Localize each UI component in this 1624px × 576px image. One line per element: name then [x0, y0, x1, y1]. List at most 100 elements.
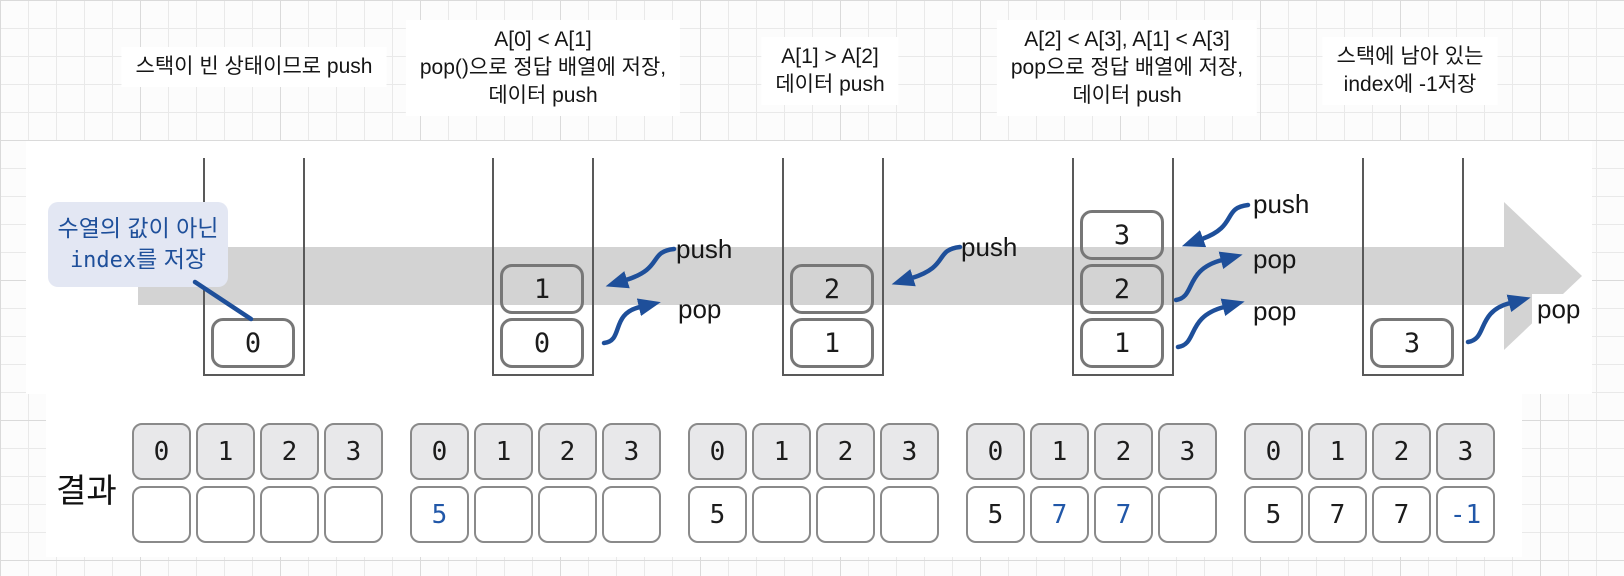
stack-step3: 1 2 [782, 158, 884, 376]
callout-code-index: index [69, 248, 137, 273]
pop-label-step2: pop [678, 294, 722, 324]
pop-arrow-step2 [601, 298, 661, 346]
push-label-step2: push [676, 234, 733, 264]
stack-item: 0 [500, 318, 584, 368]
annotation-line: 스택에 남아 있는 [1336, 45, 1484, 68]
result-group-step3: 0 1 2 3 5 [688, 423, 939, 543]
index-cell: 2 [538, 423, 597, 480]
value-row: 5 7 7 [966, 486, 1217, 543]
index-header-row: 0 1 2 3 [688, 423, 939, 480]
annotation-line: A[0] < A[1] [494, 28, 592, 51]
stack-step4: 1 2 3 [1072, 158, 1174, 376]
index-header-row: 0 1 2 3 [1244, 423, 1495, 480]
pop-arrow-step5 [1465, 294, 1531, 345]
timeline-arrow-body [138, 247, 1504, 305]
callout-line1: 수열의 값이 아닌 [57, 215, 219, 241]
annotation-step3: A[1] > A[2] 데이터 push [761, 37, 899, 105]
push-arrow-step2 [605, 246, 677, 289]
annotation-line: 데이터 push [775, 73, 885, 96]
stack-item: 1 [790, 318, 874, 368]
results-label: 결과 [56, 472, 117, 509]
value-cell: 7 [1094, 486, 1153, 543]
index-cell: 1 [1030, 423, 1089, 480]
stack-item: 3 [1080, 210, 1164, 260]
value-cell [602, 486, 661, 543]
stack-step5: 3 [1362, 158, 1464, 376]
index-cell: 3 [324, 423, 383, 480]
push-arrow-step4 [1181, 202, 1251, 248]
index-callout: 수열의 값이 아닌 index를 저장 [48, 202, 228, 287]
value-cell: -1 [1436, 486, 1495, 543]
index-cell: 3 [1158, 423, 1217, 480]
value-cell [752, 486, 811, 543]
index-cell: 3 [1436, 423, 1495, 480]
value-cell: 5 [1244, 486, 1303, 543]
annotation-line: A[1] > A[2] [781, 45, 879, 68]
timeline-arrow-head [1504, 202, 1582, 350]
stack-item: 2 [790, 264, 874, 314]
result-group-step1: 0 1 2 3 [132, 423, 383, 543]
index-header-row: 0 1 2 3 [410, 423, 661, 480]
index-cell: 1 [474, 423, 533, 480]
index-cell: 0 [1244, 423, 1303, 480]
annotation-step4: A[2] < A[3], A[1] < A[3] pop으로 정답 배열에 저장… [996, 20, 1258, 116]
index-cell: 1 [752, 423, 811, 480]
value-cell [196, 486, 255, 543]
stack-item: 3 [1370, 318, 1454, 368]
index-cell: 0 [966, 423, 1025, 480]
annotation-line: A[2] < A[3], A[1] < A[3] [1024, 28, 1230, 51]
pop-label-step4-lower: pop [1253, 296, 1297, 326]
pop-arrow-step4-lower [1175, 298, 1245, 350]
annotation-line: pop으로 정답 배열에 저장, [1010, 56, 1244, 79]
annotation-step2: A[0] < A[1] pop()으로 정답 배열에 저장, 데이터 push [405, 20, 681, 116]
value-cell [260, 486, 319, 543]
index-cell: 2 [816, 423, 875, 480]
index-cell: 3 [602, 423, 661, 480]
value-cell: 7 [1308, 486, 1367, 543]
index-cell: 3 [880, 423, 939, 480]
value-cell [880, 486, 939, 543]
value-row: 5 7 7 -1 [1244, 486, 1495, 543]
annotation-line: pop()으로 정답 배열에 저장, [419, 56, 667, 79]
index-header-row: 0 1 2 3 [966, 423, 1217, 480]
annotation-step5: 스택에 남아 있는 index에 -1저장 [1322, 37, 1498, 105]
index-header-row: 0 1 2 3 [132, 423, 383, 480]
value-row: 5 [410, 486, 661, 543]
annotation-line: index에 -1저장 [1343, 73, 1477, 96]
stack-item: 1 [500, 264, 584, 314]
index-cell: 0 [410, 423, 469, 480]
value-cell [1158, 486, 1217, 543]
value-cell [474, 486, 533, 543]
push-label-step3: push [961, 232, 1018, 262]
value-cell: 7 [1372, 486, 1431, 543]
value-cell: 7 [1030, 486, 1089, 543]
value-cell [816, 486, 875, 543]
value-row [132, 486, 383, 543]
result-group-step5: 0 1 2 3 5 7 7 -1 [1244, 423, 1495, 543]
index-cell: 2 [260, 423, 319, 480]
annotation-line: 데이터 push [488, 84, 598, 107]
pop-label-step4-upper: pop [1253, 244, 1297, 274]
value-cell [538, 486, 597, 543]
value-cell [324, 486, 383, 543]
annotation-step1: 스택이 빈 상태이므로 push [121, 47, 387, 87]
stack-item: 2 [1080, 264, 1164, 314]
index-cell: 0 [688, 423, 747, 480]
annotation-line: 데이터 push [1072, 84, 1182, 107]
pop-label-step5: pop [1532, 294, 1586, 324]
result-group-step2: 0 1 2 3 5 [410, 423, 661, 543]
value-cell: 5 [966, 486, 1025, 543]
index-cell: 2 [1094, 423, 1153, 480]
index-cell: 1 [196, 423, 255, 480]
index-cell: 0 [132, 423, 191, 480]
callout-line2: index를 저장 [69, 246, 207, 273]
callout-connector-line [192, 279, 254, 322]
result-group-step4: 0 1 2 3 5 7 7 [966, 423, 1217, 543]
index-cell: 2 [1372, 423, 1431, 480]
stack-item: 1 [1080, 318, 1164, 368]
index-cell: 1 [1308, 423, 1367, 480]
stack-step2: 0 1 [492, 158, 594, 376]
value-cell: 5 [688, 486, 747, 543]
